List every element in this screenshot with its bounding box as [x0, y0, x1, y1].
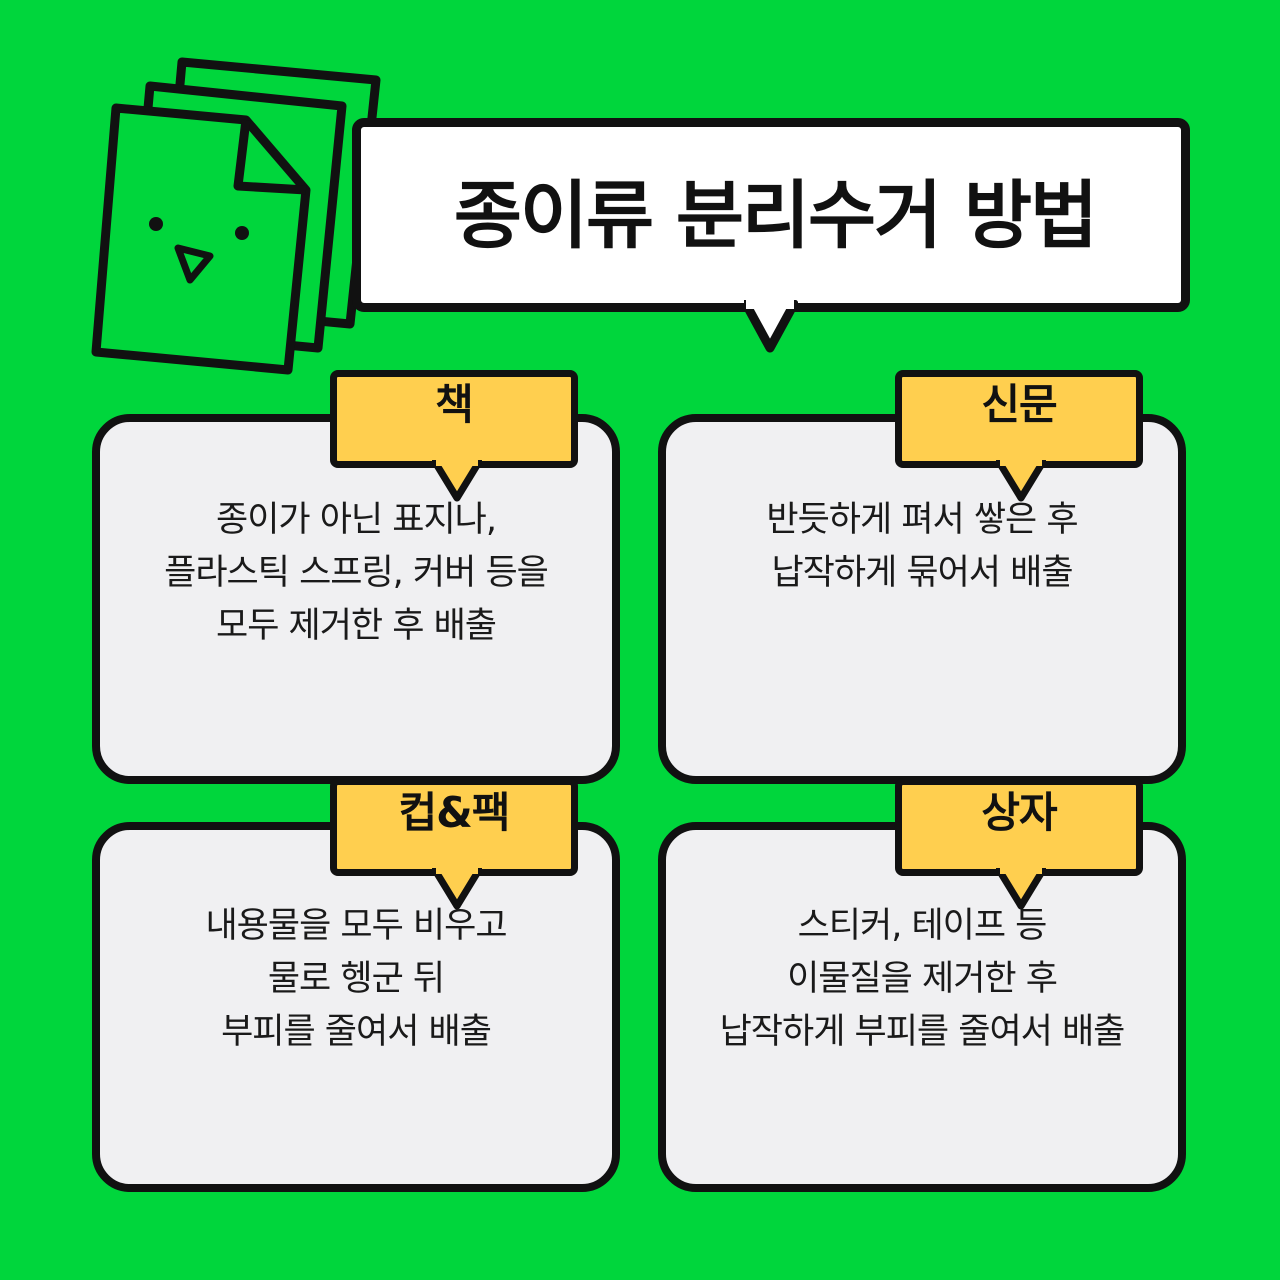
tag-label: 컵&팩 [398, 788, 511, 837]
tag-label: 책 [435, 380, 474, 429]
paper-stack-icon [91, 57, 381, 375]
tag-label: 신문 [981, 380, 1057, 429]
card-line: 납작하게 묶어서 배출 [771, 553, 1073, 593]
card-book: 종이가 아닌 표지나, 플라스틱 스프링, 커버 등을 모두 제거한 후 배출 [92, 414, 620, 784]
tag-newspaper: 신문 [895, 370, 1143, 468]
card-line: 종이가 아닌 표지나, [216, 500, 497, 540]
tag-tail [432, 460, 482, 502]
card-line: 모두 제거한 후 배출 [216, 606, 497, 646]
card-cup-pack-text: 내용물을 모두 비우고 물로 헹군 뒤 부피를 줄여서 배출 [100, 900, 612, 1059]
page-title: 종이류 분리수거 방법 [453, 172, 1098, 259]
tag-tail [432, 868, 482, 910]
card-line: 물로 헹군 뒤 [267, 959, 445, 999]
card-book-text: 종이가 아닌 표지나, 플라스틱 스프링, 커버 등을 모두 제거한 후 배출 [100, 494, 612, 653]
tag-tail [996, 460, 1046, 502]
card-line: 이물질을 제거한 후 [787, 959, 1058, 999]
card-box: 스티커, 테이프 등 이물질을 제거한 후 납작하게 부피를 줄여서 배출 [658, 822, 1186, 1192]
card-line: 스티커, 테이프 등 [797, 906, 1048, 946]
tag-tail [996, 868, 1046, 910]
tag-box: 상자 [895, 778, 1143, 876]
tag-book: 책 [330, 370, 578, 468]
card-box-text: 스티커, 테이프 등 이물질을 제거한 후 납작하게 부피를 줄여서 배출 [666, 900, 1178, 1059]
card-line: 플라스틱 스프링, 커버 등을 [164, 553, 549, 593]
tag-cup-pack: 컵&팩 [330, 778, 578, 876]
card-cup-pack: 내용물을 모두 비우고 물로 헹군 뒤 부피를 줄여서 배출 [92, 822, 620, 1192]
title-bubble-tail [744, 300, 798, 353]
card-line: 내용물을 모두 비우고 [205, 906, 507, 946]
tag-label: 상자 [981, 788, 1057, 837]
title-bubble: 종이류 분리수거 방법 [352, 118, 1190, 312]
card-newspaper-text: 반듯하게 펴서 쌓은 후 납작하게 묶어서 배출 [666, 494, 1178, 600]
card-newspaper: 반듯하게 펴서 쌓은 후 납작하게 묶어서 배출 [658, 414, 1186, 784]
card-line: 부피를 줄여서 배출 [221, 1012, 492, 1052]
card-line: 납작하게 부피를 줄여서 배출 [719, 1012, 1126, 1052]
card-line: 반듯하게 펴서 쌓은 후 [766, 500, 1078, 540]
